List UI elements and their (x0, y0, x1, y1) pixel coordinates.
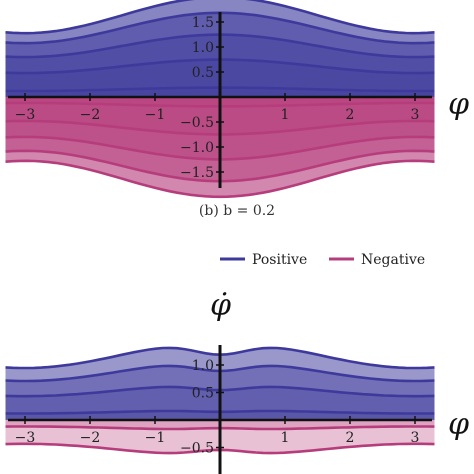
x-tick-label: 2 (346, 107, 355, 123)
panel-c-tick-labels: −3 −2 −1 1 2 3 1.0 0.5 −0.5 (15, 358, 420, 457)
y-tick-label: 0.5 (192, 65, 214, 81)
contour-positive-0 (5, 0, 435, 35)
x-tick-label: −2 (80, 107, 101, 123)
legend-negative-label: Negative (361, 252, 425, 268)
panel-c-x-axis-label: φ (448, 407, 469, 442)
y-tick-label: −1.5 (180, 165, 214, 181)
x-tick-label: −2 (80, 430, 101, 446)
y-tick-label: 1.0 (192, 358, 214, 374)
x-tick-label: −1 (145, 430, 166, 446)
panel-b-tick-labels: −3 −2 −1 1 2 3 1.5 1.0 0.5 −0.5 −1.0 −1.5 (15, 15, 420, 181)
panel-c: −3 −2 −1 1 2 3 1.0 0.5 −0.5 (5, 345, 435, 474)
y-tick-label: 1.0 (192, 40, 214, 56)
panel-c-axes (8, 345, 432, 474)
x-tick-label: −3 (15, 430, 36, 446)
y-tick-label: −0.5 (180, 115, 214, 131)
x-tick-label: 2 (346, 430, 355, 446)
panel-b: −3 −2 −1 1 2 3 1.5 1.0 0.5 −0.5 −1.0 −1.5 (5, 0, 435, 199)
x-tick-label: 3 (411, 430, 420, 446)
y-tick-label: 0.5 (192, 386, 214, 402)
x-tick-label: −3 (15, 107, 36, 123)
x-tick-label: −1 (145, 107, 166, 123)
x-tick-label: 1 (281, 430, 290, 446)
y-tick-label: −1.0 (180, 140, 214, 156)
y-tick-label: −0.5 (180, 441, 214, 457)
panel-b-caption: (b) b = 0.2 (199, 203, 275, 219)
x-tick-label: 1 (281, 107, 290, 123)
x-tick-label: 3 (411, 107, 420, 123)
legend-positive-label: Positive (252, 252, 307, 268)
panel-b-x-axis-label: φ (448, 87, 469, 122)
panel-c-y-axis-label: φ̇ (210, 288, 231, 323)
panel-b-axes (8, 12, 432, 188)
y-tick-label: 1.5 (192, 15, 214, 31)
legend: Positive Negative (220, 252, 425, 268)
contour-negative-0 (5, 159, 435, 199)
